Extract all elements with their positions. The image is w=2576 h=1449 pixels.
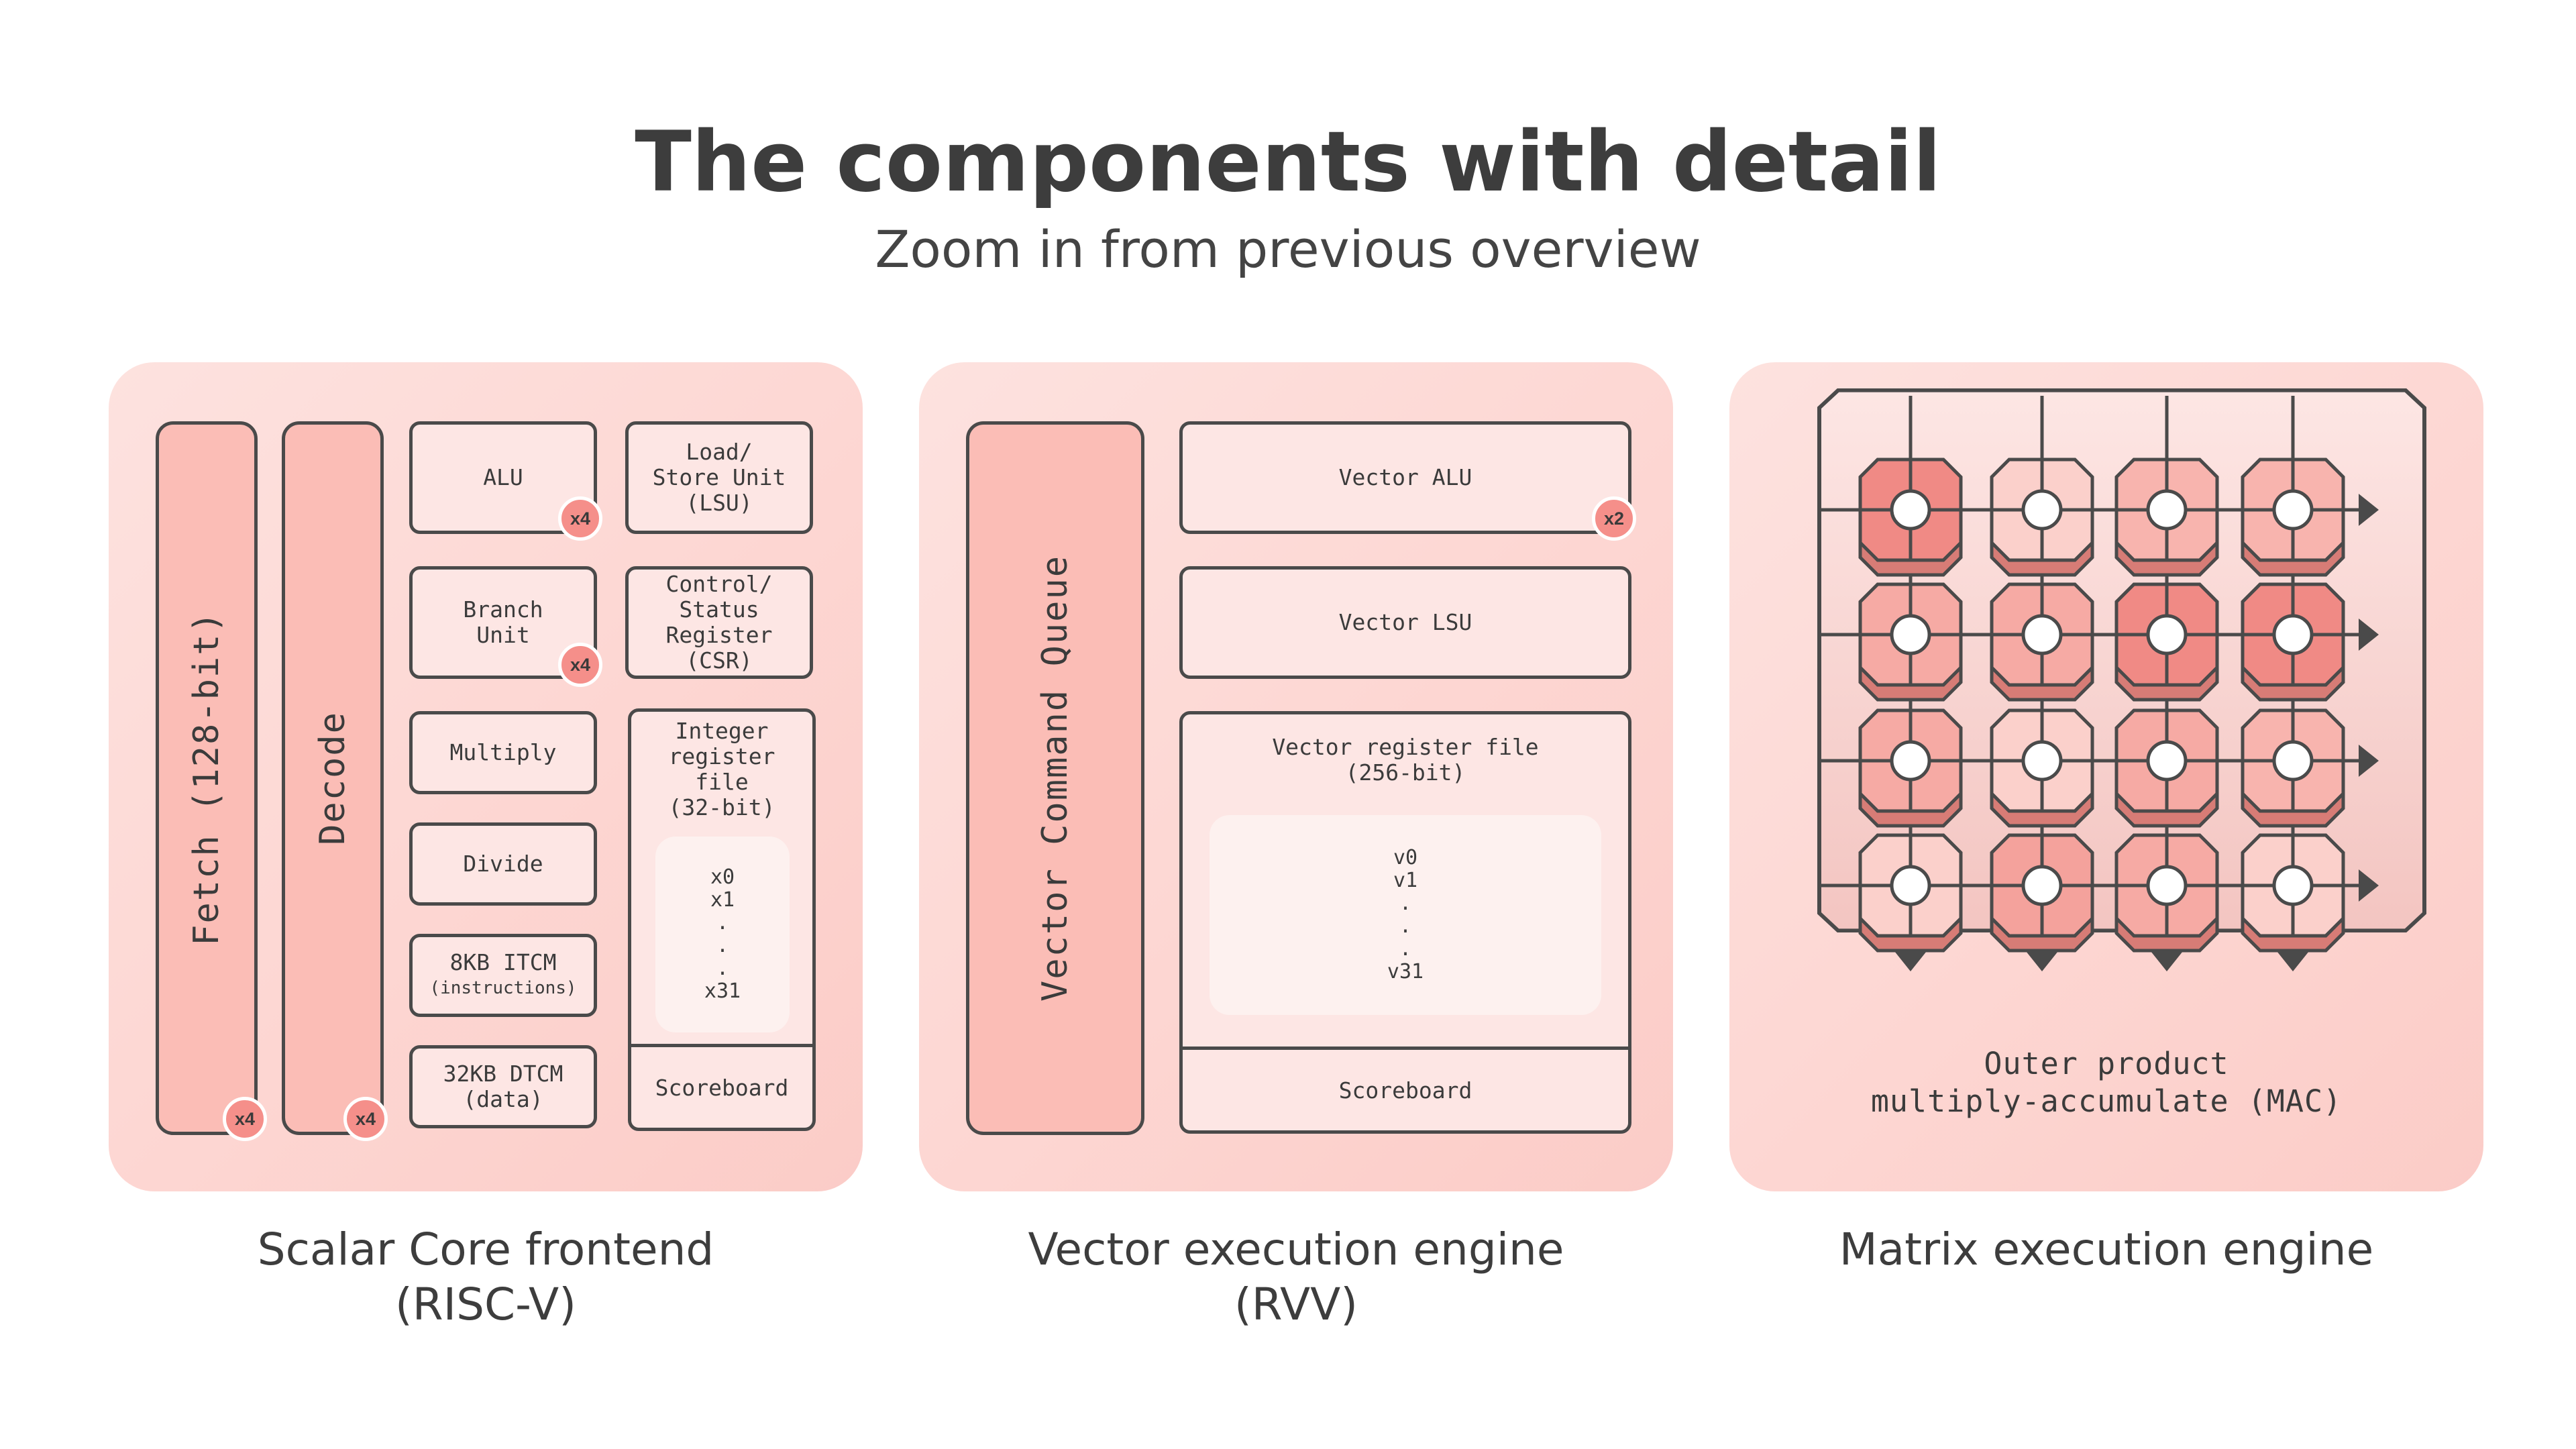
vector-lsu-block: Vector LSU xyxy=(1179,566,1631,679)
scalar-scoreboard: Scoreboard xyxy=(631,1044,812,1128)
mac-node-icon xyxy=(1890,740,1931,782)
mac-cell xyxy=(1858,458,1963,577)
vector-register-list: v0 v1 . . . v31 xyxy=(1210,815,1601,1015)
mac-cell xyxy=(2114,833,2219,953)
vector-register-file: Vector register file (256-bit) v0 v1 . .… xyxy=(1179,711,1631,1134)
down-arrow-icon xyxy=(2151,951,2183,971)
mac-node-icon xyxy=(1890,614,1931,655)
mac-cell xyxy=(1990,708,2094,828)
mac-cell xyxy=(2241,833,2345,953)
right-arrow-icon xyxy=(2359,494,2379,526)
scalar-caption: Scalar Core frontend (RISC-V) xyxy=(257,1224,714,1330)
vector-engine-panel: Vector Command Queue Vector ALU x2 Vecto… xyxy=(919,362,1673,1191)
mac-node-icon xyxy=(2146,614,2188,655)
page-subtitle: Zoom in from previous overview xyxy=(875,219,1701,279)
mac-node-icon xyxy=(2272,740,2314,782)
vector-command-queue: Vector Command Queue xyxy=(966,421,1144,1135)
vector-alu-x2-badge: x2 xyxy=(1592,496,1636,541)
mac-cell xyxy=(1990,833,2094,953)
down-arrow-icon xyxy=(2277,951,2309,971)
mac-node-icon xyxy=(2021,865,2063,906)
mac-node-icon xyxy=(2021,489,2063,531)
decode-block: Decode xyxy=(282,421,384,1135)
mac-node-icon xyxy=(2021,740,2063,782)
mac-caption: Outer product multiply-accumulate (MAC) xyxy=(1870,1046,2343,1119)
page-title: The components with detail xyxy=(635,114,1941,211)
vector-scoreboard: Scoreboard xyxy=(1183,1046,1628,1130)
mac-cell xyxy=(1990,582,2094,702)
alu-block: ALU xyxy=(409,421,597,534)
mac-cell xyxy=(2241,582,2345,702)
mac-cell xyxy=(2114,582,2219,702)
mac-node-icon xyxy=(2146,740,2188,782)
mac-node-icon xyxy=(2272,865,2314,906)
dtcm-block: 32KB DTCM (data) xyxy=(409,1045,597,1128)
csr-block: Control/ Status Register (CSR) xyxy=(625,566,813,679)
integer-register-list: x0 x1 . . . x31 xyxy=(655,837,790,1032)
lsu-block: Load/ Store Unit (LSU) xyxy=(625,421,813,534)
multiply-block: Multiply xyxy=(409,711,597,794)
right-arrow-icon xyxy=(2359,745,2379,777)
fetch-block: Fetch (128-bit) xyxy=(156,421,258,1135)
mac-cell xyxy=(2241,458,2345,577)
matrix-engine-panel: Outer product multiply-accumulate (MAC) xyxy=(1729,362,2483,1191)
divide-block: Divide xyxy=(409,822,597,906)
scalar-core-panel: Fetch (128-bit) x4 Decode x4 ALU x4 Load… xyxy=(109,362,863,1191)
vector-alu-block: Vector ALU xyxy=(1179,421,1631,534)
mac-node-icon xyxy=(2146,865,2188,906)
mac-node-icon xyxy=(1890,865,1931,906)
mac-node-icon xyxy=(2146,489,2188,531)
mac-cell xyxy=(2114,458,2219,577)
alu-x4-badge: x4 xyxy=(558,496,602,541)
decode-x4-badge: x4 xyxy=(343,1097,388,1141)
branch-x4-badge: x4 xyxy=(558,643,602,687)
mac-node-icon xyxy=(2272,489,2314,531)
right-arrow-icon xyxy=(2359,619,2379,651)
mac-cell xyxy=(1990,458,2094,577)
mac-cell xyxy=(2241,708,2345,828)
mac-node-icon xyxy=(2272,614,2314,655)
down-arrow-icon xyxy=(2026,951,2058,971)
mac-node-icon xyxy=(2021,614,2063,655)
mac-cell xyxy=(1858,833,1963,953)
vector-caption: Vector execution engine (RVV) xyxy=(1028,1224,1564,1330)
mac-cell xyxy=(2114,708,2219,828)
down-arrow-icon xyxy=(1894,951,1927,971)
mac-cell xyxy=(1858,582,1963,702)
right-arrow-icon xyxy=(2359,869,2379,902)
mac-node-icon xyxy=(1890,489,1931,531)
integer-register-file: Integer register file (32-bit) x0 x1 . .… xyxy=(628,708,816,1131)
mac-array-diagram xyxy=(1817,388,2426,971)
fetch-x4-badge: x4 xyxy=(223,1097,267,1141)
matrix-caption: Matrix execution engine xyxy=(1839,1224,2374,1275)
mac-cell xyxy=(1858,708,1963,828)
itcm-block: 8KB ITCM (instructions) xyxy=(409,934,597,1017)
